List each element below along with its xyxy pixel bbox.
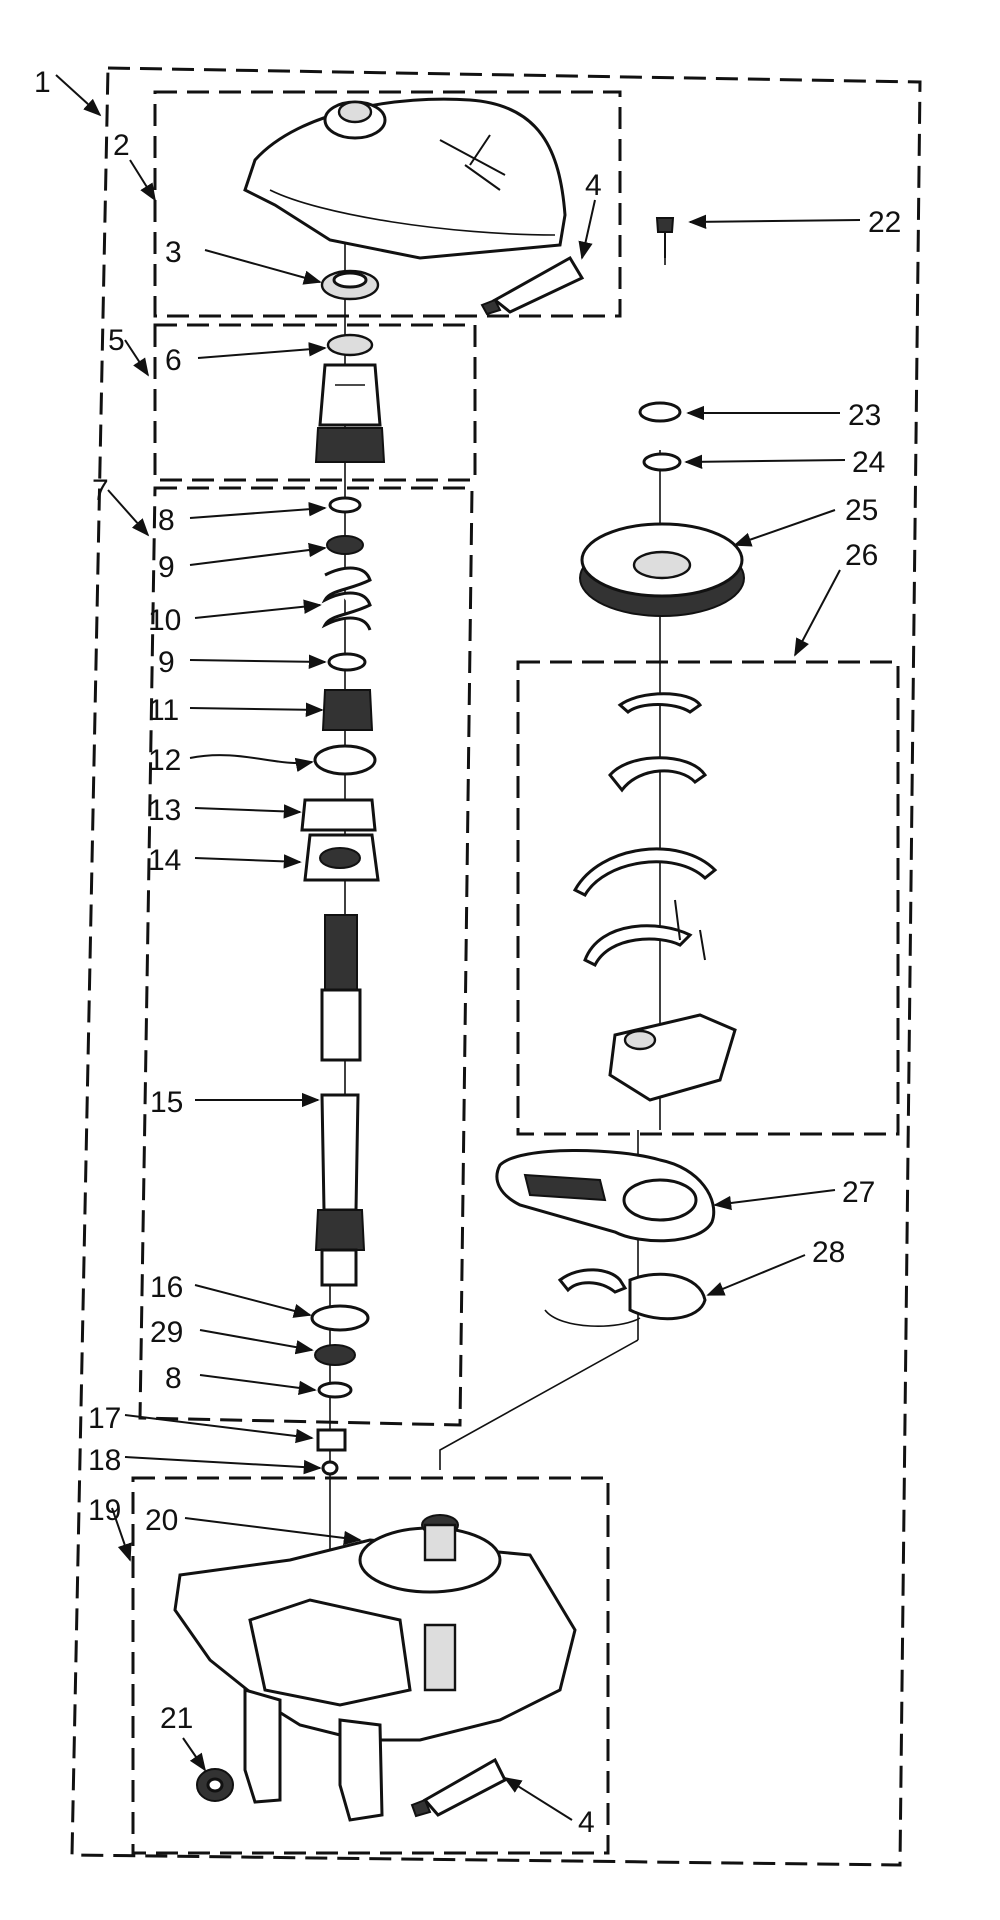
callout-3: 3 (165, 236, 182, 269)
part-cover (243, 97, 567, 260)
callout-19: 19 (88, 1494, 121, 1527)
part-seal (320, 269, 380, 301)
callout-4-bottom: 4 (578, 1806, 595, 1839)
part-sealant-tube-bottom (410, 1757, 508, 1818)
part-drive-gear (579, 522, 745, 617)
box-assembly-7 (138, 486, 474, 1427)
callout-21: 21 (160, 1702, 193, 1735)
part-washers-right (638, 401, 682, 472)
leader-lines (55, 74, 861, 1821)
callout-14: 14 (148, 844, 181, 877)
callout-16: 16 (150, 1271, 183, 1304)
box-assembly-19 (131, 1476, 610, 1855)
callout-29: 29 (150, 1316, 183, 1349)
part-shift-lever (495, 1149, 716, 1243)
callout-10: 10 (148, 604, 181, 637)
callout-27: 27 (842, 1176, 875, 1209)
callout-4-top: 4 (585, 169, 602, 202)
assembly-boxes (70, 66, 922, 1867)
callout-18: 18 (88, 1444, 121, 1477)
callout-12: 12 (148, 744, 181, 777)
callout-1: 1 (34, 66, 51, 99)
callout-15: 15 (150, 1086, 183, 1119)
callout-23: 23 (848, 399, 881, 432)
box-assembly-1 (70, 66, 922, 1867)
box-assembly-5 (153, 323, 477, 482)
part-spring-clip (544, 1268, 707, 1327)
callout-26: 26 (845, 539, 878, 572)
box-assembly-2 (153, 90, 622, 318)
callout-24: 24 (852, 446, 885, 479)
callout-8-top: 8 (158, 504, 175, 537)
callout-13: 13 (148, 794, 181, 827)
part-gearcase-base (173, 1514, 577, 1822)
callout-28: 28 (812, 1236, 845, 1269)
part-stack-upper (300, 496, 380, 882)
callout-8-bottom: 8 (165, 1362, 182, 1395)
callout-9-top: 9 (158, 551, 175, 584)
part-pinion-assembly (314, 333, 386, 463)
part-screw (655, 217, 675, 258)
callout-20: 20 (145, 1504, 178, 1537)
part-sealant-tube-top (480, 255, 585, 316)
part-agitate-shaft (314, 914, 366, 1287)
part-shift-assembly (572, 692, 737, 1102)
box-assembly-26 (516, 660, 900, 1136)
callout-2: 2 (113, 129, 130, 162)
callout-7: 7 (92, 474, 109, 507)
callout-labels: 1 2 3 4 5 6 7 8 9 10 9 11 12 13 14 15 16… (34, 66, 901, 1839)
callout-5: 5 (108, 324, 125, 357)
part-nut (196, 1768, 234, 1802)
callout-6: 6 (165, 344, 182, 377)
callout-25: 25 (845, 494, 878, 527)
callout-17: 17 (88, 1402, 121, 1435)
callout-11: 11 (148, 694, 179, 727)
callout-22: 22 (868, 206, 901, 239)
part-stack-lower (310, 1304, 370, 1476)
callout-9-bottom: 9 (158, 646, 175, 679)
